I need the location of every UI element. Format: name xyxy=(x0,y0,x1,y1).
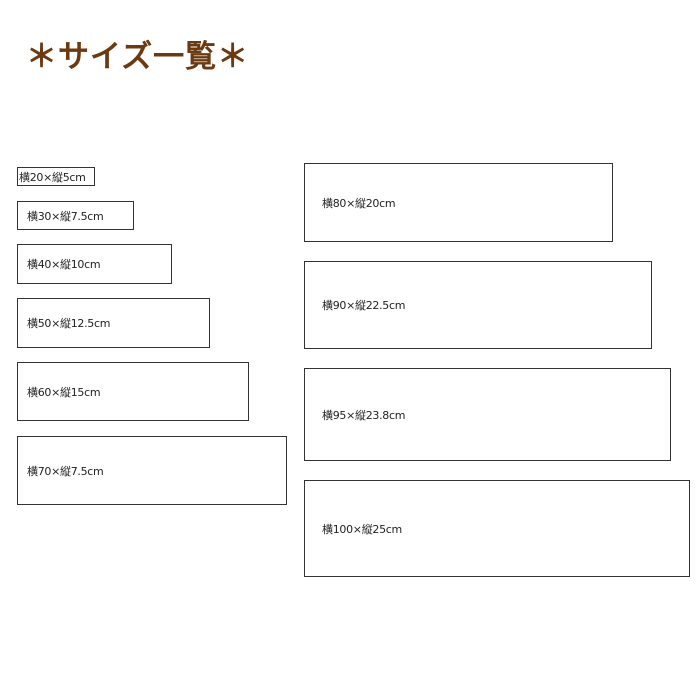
size-label: 横20×縦5cm xyxy=(19,170,86,184)
size-box-80x20: 横80×縦20cm xyxy=(304,163,613,242)
size-box-95x23-8: 横95×縦23.8cm xyxy=(304,368,671,461)
size-label: 横40×縦10cm xyxy=(27,258,101,271)
page-title: ＊サイズ一覧＊ xyxy=(26,39,250,75)
size-box-40x10: 横40×縦10cm xyxy=(17,244,172,284)
size-label: 横100×縦25cm xyxy=(322,522,402,536)
size-label: 横30×縦7.5cm xyxy=(27,209,104,223)
size-box-60x15: 横60×縦15cm xyxy=(17,362,249,421)
size-label: 横60×縦15cm xyxy=(27,385,101,399)
size-box-30x7-5: 横30×縦7.5cm xyxy=(17,201,134,230)
size-label: 横50×縦12.5cm xyxy=(27,317,111,330)
size-label: 横70×縦7.5cm xyxy=(27,464,104,478)
size-label: 横95×縦23.8cm xyxy=(322,408,406,422)
size-box-90x22-5: 横90×縦22.5cm xyxy=(304,261,652,349)
size-label: 横90×縦22.5cm xyxy=(322,299,406,312)
size-box-100x25: 横100×縦25cm xyxy=(304,480,690,577)
size-box-50x12-5: 横50×縦12.5cm xyxy=(17,298,210,348)
size-box-20x5: 横20×縦5cm xyxy=(17,167,95,186)
size-box-70x7-5: 横70×縦7.5cm xyxy=(17,436,287,505)
size-label: 横80×縦20cm xyxy=(322,196,396,210)
